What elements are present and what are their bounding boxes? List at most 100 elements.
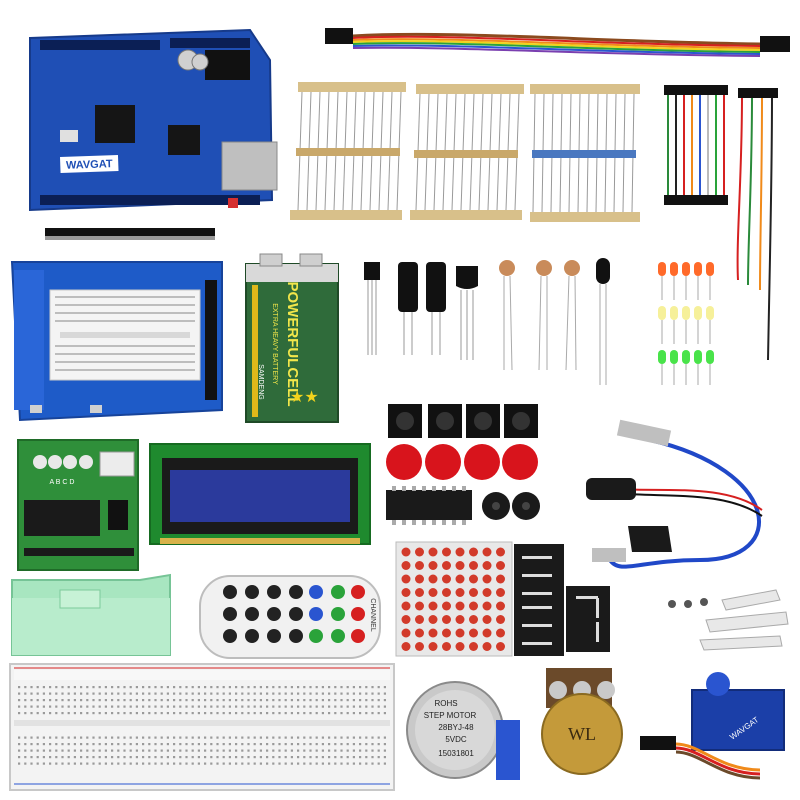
breadboard-hole xyxy=(321,762,324,765)
buzzers xyxy=(482,492,540,520)
matrix-led xyxy=(415,601,424,611)
matrix-led xyxy=(482,588,492,597)
breadboard-hole xyxy=(173,705,176,708)
breadboard-hole xyxy=(148,686,151,689)
matrix-led xyxy=(442,615,451,624)
breadboard-hole xyxy=(49,712,52,715)
breadboard-hole xyxy=(346,756,349,759)
breadboard-hole xyxy=(154,762,157,765)
breadboard-hole xyxy=(86,762,89,765)
breadboard-hole xyxy=(49,692,52,695)
breadboard-hole xyxy=(135,705,138,708)
breadboard-hole xyxy=(228,749,231,752)
breadboard-hole xyxy=(111,692,114,695)
breadboard-hole xyxy=(98,762,101,765)
breadboard-hole xyxy=(340,699,343,702)
breadboard-hole xyxy=(377,705,380,708)
breadboard-hole xyxy=(266,756,269,759)
breadboard-hole xyxy=(309,712,312,715)
breadboard-hole xyxy=(49,699,52,702)
breadboard-hole xyxy=(321,749,324,752)
breadboard-hole xyxy=(204,686,207,689)
breadboard-hole xyxy=(117,762,120,765)
breadboard-hole xyxy=(383,756,386,759)
breadboard-hole xyxy=(55,686,58,689)
breadboard-hole xyxy=(284,712,287,715)
breadboard-hole xyxy=(309,699,312,702)
breadboard-hole xyxy=(36,736,39,739)
resistor-pack-middle xyxy=(410,84,524,220)
breadboard-hole xyxy=(365,705,368,708)
matrix-led xyxy=(469,588,478,597)
breadboard-hole xyxy=(204,762,207,765)
breadboard-hole xyxy=(123,686,126,689)
breadboard-hole xyxy=(123,762,126,765)
matrix-led xyxy=(442,561,451,570)
breadboard-hole xyxy=(334,712,337,715)
breadboard-hole xyxy=(259,692,262,695)
breadboard-hole xyxy=(36,692,39,695)
breadboard-hole xyxy=(185,762,188,765)
matrix-led xyxy=(455,588,465,597)
matrix-led xyxy=(428,615,438,624)
breadboard-hole xyxy=(166,705,169,708)
battery-brand: POWERFULCELL xyxy=(284,282,301,407)
breadboard-hole xyxy=(210,756,213,759)
breadboard-hole xyxy=(98,705,101,708)
breadboard-hole xyxy=(297,749,300,752)
breadboard-hole xyxy=(191,736,194,739)
breadboard-hole xyxy=(80,743,83,746)
breadboard-hole xyxy=(365,736,368,739)
driver-pins: A B C D xyxy=(50,479,75,486)
breadboard-hole xyxy=(197,692,200,695)
breadboard-hole xyxy=(204,712,207,715)
breadboard-hole xyxy=(24,699,27,702)
breadboard-hole xyxy=(30,686,33,689)
breadboard-hole xyxy=(321,736,324,739)
breadboard xyxy=(9,663,395,791)
breadboard-hole xyxy=(346,736,349,739)
breadboard-hole xyxy=(123,712,126,715)
breadboard-hole xyxy=(340,705,343,708)
breadboard-hole xyxy=(117,692,120,695)
breadboard-hole xyxy=(321,686,324,689)
breadboard-hole xyxy=(284,692,287,695)
breadboard-hole xyxy=(290,705,293,708)
breadboard-hole xyxy=(340,692,343,695)
breadboard-hole xyxy=(328,712,331,715)
matrix-led xyxy=(401,601,411,611)
breadboard-hole xyxy=(315,686,318,689)
breadboard-hole xyxy=(61,743,64,746)
breadboard-hole xyxy=(123,749,126,752)
breadboard-hole xyxy=(30,762,33,765)
breadboard-hole xyxy=(129,756,132,759)
breadboard-hole xyxy=(173,712,176,715)
breadboard-hole xyxy=(92,712,95,715)
breadboard-hole xyxy=(253,699,256,702)
breadboard-hole xyxy=(197,712,200,715)
breadboard-hole xyxy=(228,705,231,708)
breadboard-hole xyxy=(365,762,368,765)
breadboard-hole xyxy=(278,705,281,708)
breadboard-hole xyxy=(129,686,132,689)
breadboard-hole xyxy=(18,749,21,752)
breadboard-hole xyxy=(216,686,219,689)
breadboard-hole xyxy=(352,699,355,702)
breadboard-hole xyxy=(365,743,368,746)
matrix-led xyxy=(442,547,451,557)
breadboard-hole xyxy=(377,762,380,765)
breadboard-hole xyxy=(166,686,169,689)
breadboard-hole xyxy=(173,743,176,746)
breadboard-hole xyxy=(73,686,76,689)
matrix-led xyxy=(415,615,424,624)
breadboard-hole xyxy=(55,736,58,739)
breadboard-hole xyxy=(104,743,107,746)
breadboard-hole xyxy=(160,762,163,765)
breadboard-hole xyxy=(377,749,380,752)
breadboard-hole xyxy=(340,749,343,752)
breadboard-hole xyxy=(142,749,145,752)
breadboard-hole xyxy=(123,692,126,695)
breadboard-hole xyxy=(42,743,45,746)
breadboard-hole xyxy=(216,712,219,715)
breadboard-hole xyxy=(73,756,76,759)
